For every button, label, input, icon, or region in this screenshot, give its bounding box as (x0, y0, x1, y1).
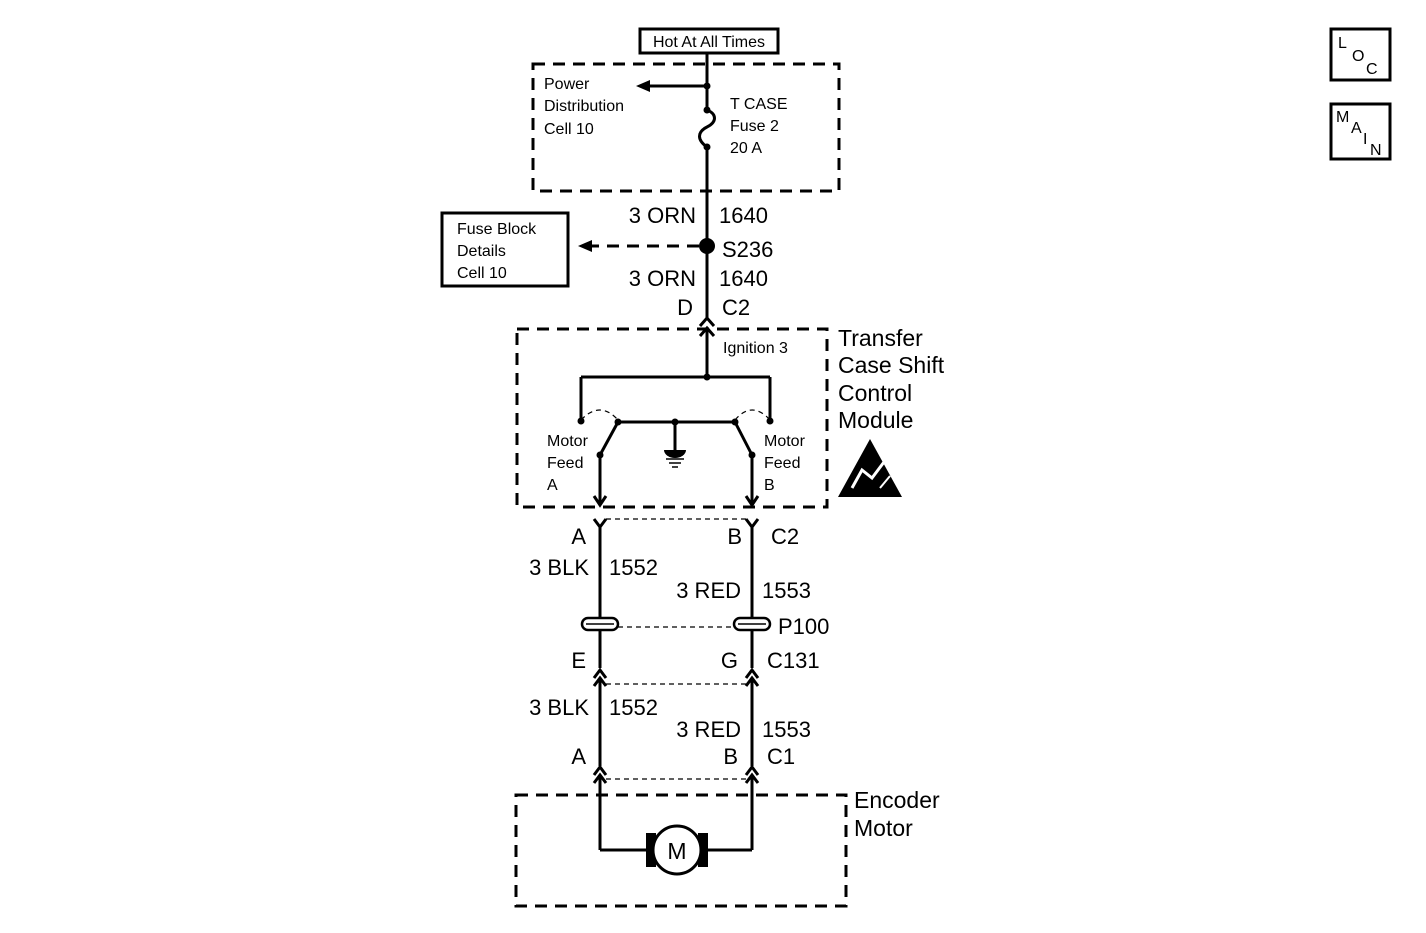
c1-pin-b: B (723, 744, 738, 769)
connector-c1-right-icon (744, 764, 760, 776)
motor-feed-a-line1: Motor (547, 433, 589, 450)
loc-letter-l: L (1338, 35, 1347, 52)
hot-at-all-times-label: Hot At All Times (638, 27, 780, 55)
relay-b-dashed-arc (734, 409, 771, 421)
motor-symbol: M (667, 838, 686, 864)
c131-pin-e: E (571, 648, 586, 673)
wire-lower-left-circuit: 1552 (609, 695, 658, 720)
motor-icon: M (646, 824, 708, 876)
fuse-label-line1: T CASE (730, 96, 788, 113)
fuse-label-line3: 20 A (730, 140, 762, 157)
encoder-title-line1: Encoder (854, 787, 940, 813)
hot-label-text: Hot At All Times (653, 34, 765, 51)
wire-lower-left-gauge: 3 BLK (529, 695, 589, 720)
relay-a-switch-icon (598, 421, 620, 456)
wire-upper-left-circuit: 1552 (609, 555, 658, 580)
c2-pin-a: A (571, 524, 586, 549)
c2-pin-b: B (727, 524, 742, 549)
c131-name: C131 (767, 648, 820, 673)
fuse-label-line2: Fuse 2 (730, 118, 779, 135)
motor-feed-b-line3: B (764, 477, 775, 494)
pass-through-p100 (580, 616, 772, 632)
connector-c131-right-icon (744, 667, 760, 679)
fuse-icon (698, 108, 716, 149)
esd-warning-icon (838, 439, 902, 497)
fuse-block-label-line3: Cell 10 (457, 265, 507, 282)
ignition-label: Ignition 3 (723, 340, 788, 357)
c131-pin-g: G (721, 648, 738, 673)
main-letter-m: M (1336, 109, 1349, 126)
splice-s236 (699, 238, 715, 254)
motor-feed-a-line2: Feed (547, 455, 583, 472)
module-title-line4: Module (838, 407, 913, 433)
pd-label-line3: Cell 10 (544, 121, 594, 138)
c1-pin-a: A (571, 744, 586, 769)
ground-icon (664, 422, 686, 468)
fuse-block-label-line2: Details (457, 243, 506, 260)
connector-c2-right-icon (744, 518, 760, 530)
power-distribution-box: Power Distribution Cell 10 T CASE Fuse 2… (531, 53, 841, 193)
wire-mid-circuit: 1640 (719, 266, 768, 291)
wire-upper-right-gauge: 3 RED (676, 578, 741, 603)
main-button[interactable]: M A I N (1329, 102, 1392, 161)
module-title-line1: Transfer (838, 325, 923, 351)
encoder-title-line2: Motor (854, 815, 913, 841)
encoder-motor-box: M (514, 777, 848, 908)
fuse-block-arrow-icon (578, 240, 592, 252)
fuse-block-details-button[interactable]: Fuse Block Details Cell 10 (440, 211, 570, 288)
c1-name: C1 (767, 744, 795, 769)
wire-top-circuit: 1640 (719, 203, 768, 228)
pd-arrow-icon (636, 80, 650, 92)
connector-c1-left-icon (592, 764, 608, 776)
transfer-case-module: Ignition 3 Motor Feed A Motor Feed (515, 327, 829, 509)
wire-upper-right-circuit: 1553 (762, 578, 811, 603)
fuse-block-label-line1: Fuse Block (457, 221, 537, 238)
motor-feed-b-line1: Motor (764, 433, 806, 450)
loc-letter-o: O (1352, 48, 1364, 65)
relay-b-switch-icon (733, 421, 754, 456)
module-title-line3: Control (838, 380, 912, 406)
relay-a-dashed-arc (580, 409, 619, 421)
main-letter-i: I (1363, 131, 1367, 148)
pd-label-line1: Power (544, 76, 590, 93)
main-letter-a: A (1351, 120, 1362, 137)
wire-top-gauge: 3 ORN (629, 203, 696, 228)
motor-feed-b-line2: Feed (764, 455, 800, 472)
wire-lower-right-circuit: 1553 (762, 717, 811, 742)
connector-c131-left-icon (592, 667, 608, 679)
motor-feed-a-line3: A (547, 477, 558, 494)
c2-name: C2 (771, 524, 799, 549)
loc-letter-c: C (1366, 61, 1378, 78)
loc-button[interactable]: L O C (1329, 27, 1392, 82)
connector-c2-top-icon (698, 315, 716, 327)
p100-label: P100 (778, 614, 829, 639)
connector-top-name: C2 (722, 295, 750, 320)
wire-lower-right-gauge: 3 RED (676, 717, 741, 742)
module-title-line2: Case Shift (838, 352, 945, 378)
wire-mid-gauge: 3 ORN (629, 266, 696, 291)
connector-top-pin: D (677, 295, 693, 320)
main-letter-n: N (1370, 142, 1382, 159)
splice-label: S236 (722, 237, 773, 262)
wire-upper-left-gauge: 3 BLK (529, 555, 589, 580)
connector-c2-left-icon (592, 518, 608, 530)
pd-label-line2: Distribution (544, 98, 624, 115)
